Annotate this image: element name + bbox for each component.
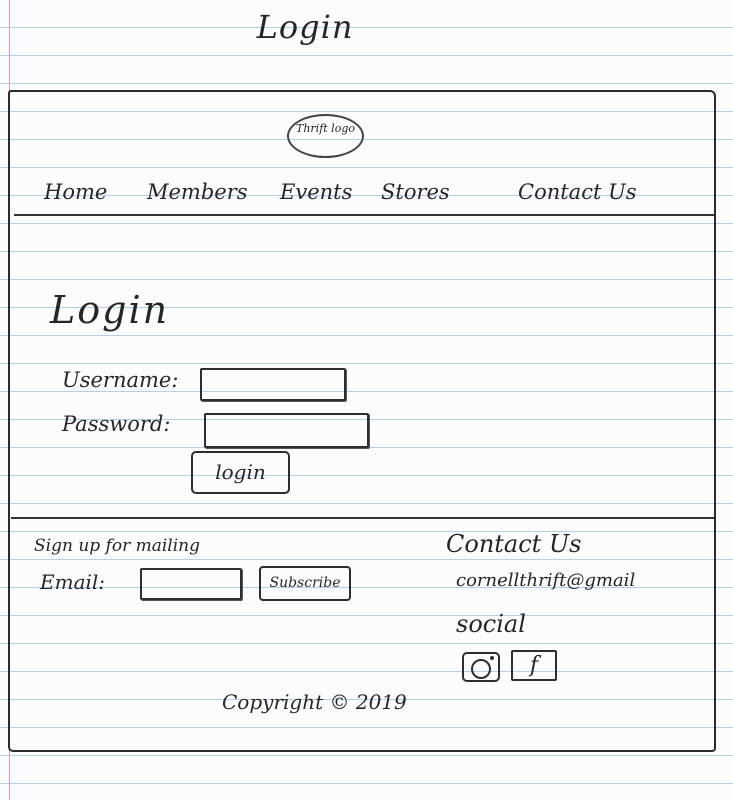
username-input[interactable] [200,368,346,401]
contact-us-heading: Contact Us [446,530,582,558]
copyright-text: Copyright © 2019 [222,690,407,714]
nav-item-events[interactable]: Events [280,180,353,204]
contact-email[interactable]: cornellthrift@gmail [456,570,636,591]
social-heading: social [456,610,526,638]
site-logo[interactable]: Thrift logo [287,114,364,158]
nav-item-stores[interactable]: Stores [381,180,450,204]
facebook-button[interactable]: f [511,650,557,681]
page-heading: Login [256,8,354,46]
instagram-icon [471,656,494,679]
login-title: Login [50,288,170,332]
email-input[interactable] [140,568,242,600]
nav-item-home[interactable]: Home [44,180,108,204]
password-label: Password: [62,412,171,436]
instagram-button[interactable] [462,652,500,682]
nav-item-contact-us[interactable]: Contact Us [518,180,637,204]
wireframe-border [8,90,716,752]
subscribe-button[interactable]: Subscribe [259,566,351,601]
footer-divider [11,517,715,519]
nav-divider [14,214,714,216]
email-label: Email: [40,570,106,594]
password-input[interactable] [204,413,369,448]
nav-item-members[interactable]: Members [147,180,248,204]
mailing-list-heading: Sign up for mailing [34,536,201,556]
facebook-icon: f [529,653,539,678]
login-button[interactable]: login [191,451,290,494]
username-label: Username: [62,368,179,392]
